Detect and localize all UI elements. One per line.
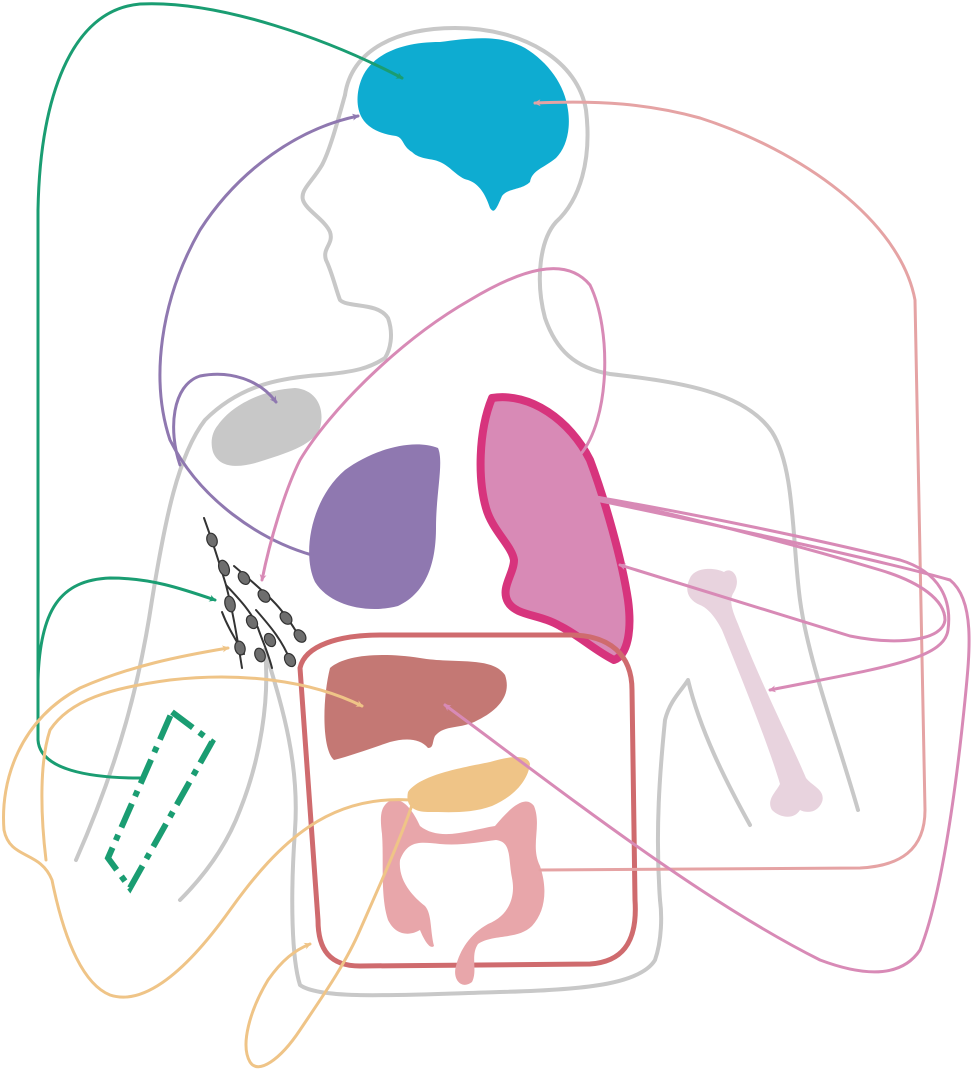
- intestine: [380, 799, 545, 985]
- lymph-node: [283, 652, 297, 668]
- heart: [309, 444, 441, 609]
- lymph-node: [237, 570, 251, 586]
- waist-bottom-outline: [263, 648, 664, 998]
- lymph-node: [234, 640, 246, 656]
- arrow-pancreas-to-intestine: [244, 803, 414, 1069]
- adipose-tissue: [104, 707, 216, 894]
- inner-right-arm-outline: [655, 678, 752, 902]
- arrow-lung-to-bone: [594, 495, 951, 693]
- lymph-node: [217, 559, 231, 577]
- lymph-node: [263, 632, 277, 648]
- brain: [357, 38, 569, 211]
- lymph-node: [279, 611, 293, 625]
- arrow-to-lung: [594, 495, 947, 643]
- inner-left-arm-outline: [178, 648, 269, 902]
- arrow-adipose-to-lymph: [36, 576, 217, 682]
- arrow-to-liver-yellow: [40, 675, 364, 862]
- lymph-node: [206, 532, 218, 548]
- lymph-node: [245, 614, 259, 630]
- face-profile-outline: [300, 93, 394, 360]
- lymph-node: [254, 647, 266, 663]
- arrow-heart-to-brain: [158, 113, 360, 557]
- arrow-to-thymus: [172, 372, 278, 467]
- arrow-pancreas-to-lymph: [2, 645, 412, 999]
- lymph-vessel-branch-1: [225, 584, 273, 669]
- abdomen-frame: [297, 632, 638, 969]
- lymph-node: [257, 589, 271, 603]
- arrow-lung-to-lymph: [259, 267, 607, 582]
- body-outline: [74, 26, 860, 998]
- arrow-intestine-to-brain: [533, 99, 927, 872]
- lymph-node: [224, 595, 236, 613]
- arrow-to-liver: [443, 498, 971, 974]
- liver: [324, 655, 507, 760]
- pancreas: [407, 757, 530, 813]
- arrow-adipose-to-brain: [36, 2, 404, 780]
- torso-left-outline: [74, 356, 387, 862]
- head-neck-right-outline: [343, 26, 860, 812]
- lymph-node: [293, 629, 307, 643]
- thymus: [211, 388, 322, 466]
- lymph-nodes: [203, 517, 307, 669]
- bone: [687, 568, 823, 817]
- lung: [476, 393, 634, 664]
